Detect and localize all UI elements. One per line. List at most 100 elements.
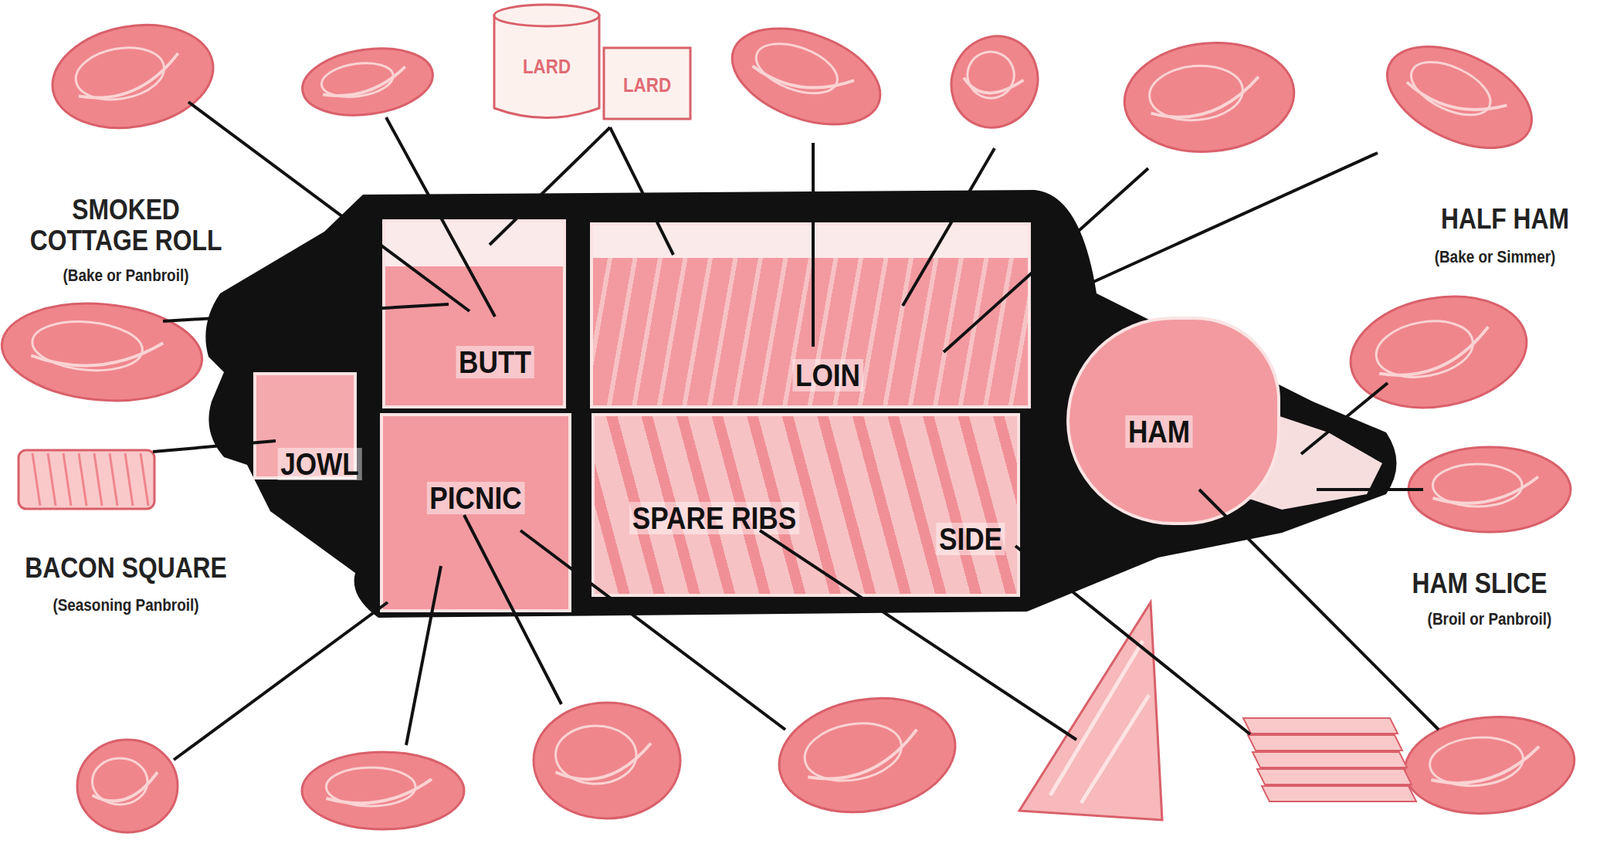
meat-cut xyxy=(298,40,438,124)
leader-line xyxy=(489,127,611,245)
bacon-grid xyxy=(125,453,133,506)
leader-line xyxy=(811,142,815,347)
meat-cut xyxy=(0,295,207,409)
meat-cut xyxy=(1400,710,1579,821)
marbling xyxy=(1403,51,1499,126)
cooking-note: (Bake or Simmer) xyxy=(1385,247,1600,267)
leader-line xyxy=(188,101,470,312)
leader-line xyxy=(1015,545,1251,735)
package-text: LARD xyxy=(610,74,685,96)
marbling xyxy=(1404,62,1507,129)
cut-name: PICNIC xyxy=(427,481,525,515)
marbling xyxy=(1374,326,1495,380)
meat-outline xyxy=(44,13,221,140)
meat-outline xyxy=(1342,283,1536,421)
meat-outline xyxy=(0,295,207,409)
meat-cut xyxy=(44,13,221,140)
meat-outline xyxy=(718,10,894,143)
meat-outline xyxy=(18,450,155,509)
cut-region: PICNIC xyxy=(379,413,572,613)
leader-line xyxy=(1316,488,1424,492)
meat-outline xyxy=(301,752,465,830)
meat-cut xyxy=(936,21,1053,142)
cut-name: HAM xyxy=(1125,415,1193,448)
cooking-note: (Broil or Panbroil) xyxy=(1379,610,1600,629)
marbling xyxy=(74,53,184,103)
meat-outline xyxy=(1408,447,1571,533)
bacon-strip xyxy=(1257,769,1412,785)
leader-line xyxy=(1199,489,1439,730)
leader-line xyxy=(406,566,441,746)
marbling xyxy=(749,33,845,103)
cut-region: BUTT xyxy=(382,219,567,409)
cut-name: BUTT xyxy=(456,345,535,379)
leader-line xyxy=(1050,152,1378,302)
meat-cut xyxy=(1119,36,1299,160)
cut-label: HAM SLICE xyxy=(1369,568,1590,600)
meat-cut xyxy=(301,752,465,830)
lard-tub-lid xyxy=(494,4,600,27)
leader-line xyxy=(464,515,562,705)
meat-cut xyxy=(718,10,894,143)
marbling xyxy=(961,56,1024,106)
cut-label: BACON SQUARE xyxy=(16,552,236,584)
meat-outline xyxy=(936,21,1053,142)
bacon-grid xyxy=(78,453,87,506)
cut-region: JOWL xyxy=(253,372,357,480)
bacon-grid xyxy=(47,453,56,506)
bacon-grid xyxy=(63,453,72,506)
cut-name: SIDE xyxy=(935,522,1005,556)
cut-name: LOIN xyxy=(792,359,863,392)
leader-line xyxy=(386,117,495,317)
meat-cut xyxy=(1342,283,1536,421)
cut-name: SPARE RIBS xyxy=(629,501,800,535)
meat-outline xyxy=(1400,710,1579,821)
package-text: LARD xyxy=(503,55,590,78)
leader-line xyxy=(520,530,786,730)
cut-region: SPARE RIBS SIDE xyxy=(591,413,1021,597)
marbling xyxy=(30,332,164,373)
bacon-strip xyxy=(1261,786,1417,802)
bacon-strip xyxy=(1247,735,1403,751)
meat-cut xyxy=(533,702,681,819)
bacon-strip xyxy=(1243,718,1398,734)
meat-outline xyxy=(298,40,438,124)
cut-label: HALF HAM xyxy=(1395,203,1600,235)
bacon-square xyxy=(18,450,155,509)
marbling xyxy=(1148,76,1262,120)
leader-line xyxy=(162,304,449,322)
meat-outline xyxy=(533,702,681,819)
marbling xyxy=(750,46,855,106)
leader-line xyxy=(152,440,276,452)
cooking-note: (Bake or Panbroil) xyxy=(16,266,236,285)
meat-cut xyxy=(1408,447,1571,533)
meat-cut xyxy=(1371,26,1548,169)
lard-block xyxy=(603,47,691,119)
marbling xyxy=(320,66,408,99)
leader-line xyxy=(1301,383,1388,455)
meat-outline xyxy=(1371,26,1548,169)
cooking-note: (Seasoning Panbroil) xyxy=(16,596,236,615)
marbling xyxy=(959,44,1022,106)
marbling xyxy=(92,772,159,801)
leader-line xyxy=(943,168,1149,353)
leader-line xyxy=(902,148,995,306)
bacon-grid xyxy=(140,453,149,506)
cut-region: HAM xyxy=(1066,316,1281,526)
bacon-strip xyxy=(1252,752,1407,768)
bacon-grid xyxy=(32,453,41,506)
bacon-grid xyxy=(109,453,118,506)
meat-cut xyxy=(77,739,178,833)
leader-line xyxy=(173,602,388,760)
meat-outline xyxy=(769,684,965,826)
leader-line xyxy=(759,530,1077,740)
cut-name: JOWL xyxy=(277,447,363,481)
cut-region: LOIN xyxy=(589,222,1031,409)
bacon-grid xyxy=(94,453,102,506)
lard-tub xyxy=(494,15,600,119)
marbling xyxy=(555,743,652,780)
marbling xyxy=(803,729,923,784)
marbling xyxy=(326,779,433,804)
